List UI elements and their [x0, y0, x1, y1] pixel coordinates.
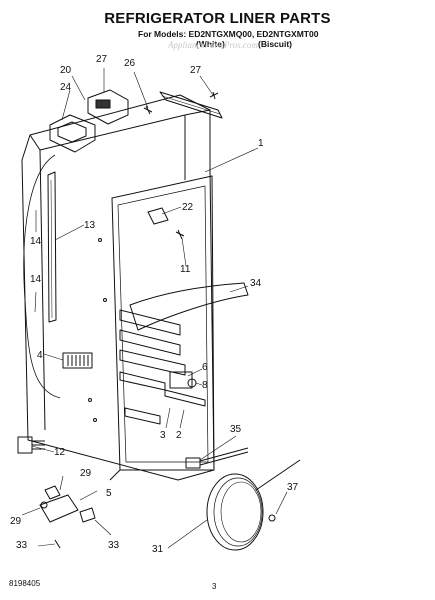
callout-24: 24 — [60, 82, 72, 93]
cold-control-assembly — [49, 89, 129, 153]
callout-5: 5 — [106, 488, 112, 499]
power-cord-31 — [206, 459, 301, 551]
bracket-22 — [147, 207, 169, 225]
air-duct-34 — [129, 282, 249, 331]
callout-13: 13 — [84, 220, 96, 231]
liner-cabinet — [21, 94, 215, 481]
callout-33b: 33 — [108, 540, 120, 551]
top-strip — [159, 91, 223, 119]
callout-27b: 27 — [190, 65, 202, 76]
plug-35 — [185, 447, 249, 469]
callout-27a: 27 — [96, 54, 108, 65]
screw-27-right — [209, 91, 219, 100]
callout-20: 20 — [60, 65, 72, 76]
header: REFRIGERATOR LINER PARTS For Models: ED2… — [0, 0, 435, 60]
screw-33-left — [54, 539, 61, 549]
callout-26: 26 — [124, 58, 136, 69]
callout-29b: 29 — [10, 516, 22, 527]
callout-35: 35 — [230, 424, 242, 435]
callout-33a: 33 — [16, 540, 28, 551]
callout-12: 12 — [54, 447, 66, 458]
callout-14a: 14 — [30, 236, 42, 247]
callout-6: 6 — [202, 362, 208, 373]
callout-29a: 29 — [80, 468, 92, 479]
watermark: AppliancePartsPros.com — [168, 40, 258, 50]
callout-3: 3 — [160, 430, 166, 441]
screw-37 — [268, 514, 276, 522]
leader-lines — [21, 68, 288, 549]
callout-2: 2 — [176, 430, 182, 441]
variant-biscuit: (Biscuit) — [258, 39, 292, 49]
screw-11 — [175, 229, 185, 240]
callout-37: 37 — [287, 482, 299, 493]
page-title: REFRIGERATOR LINER PARTS — [104, 10, 331, 27]
callout-8: 8 — [202, 380, 208, 391]
callout-34: 34 — [250, 278, 262, 289]
callout-14b: 14 — [30, 274, 42, 285]
vent-4 — [62, 352, 93, 369]
callout-31: 31 — [152, 544, 164, 555]
screw-27-left — [143, 105, 153, 115]
callout-22: 22 — [182, 202, 194, 213]
switch-assembly-5 — [39, 485, 96, 523]
wire-harness — [23, 154, 61, 399]
variant-white: (White) — [196, 39, 225, 49]
callout-1: 1 — [258, 138, 264, 149]
connector-12 — [17, 436, 45, 454]
models-line: For Models: ED2NTGXMQ00, ED2NTGXMT00 — [138, 29, 319, 39]
callout-4: 4 — [37, 350, 43, 361]
callout-11: 11 — [180, 264, 191, 275]
doc-number: 8198405 — [9, 579, 41, 588]
bracket-6-8 — [169, 371, 193, 389]
page-number: 3 — [212, 582, 217, 591]
